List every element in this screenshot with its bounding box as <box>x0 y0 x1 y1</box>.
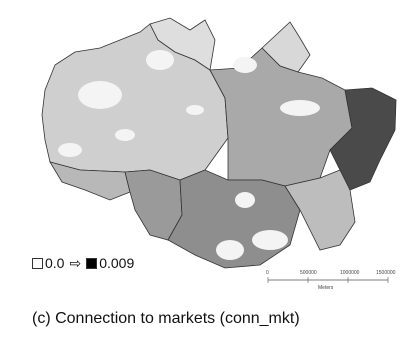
scale-tick-3: 1500000 <box>376 270 396 276</box>
region-acre <box>49 161 131 201</box>
scale-tick-0: 0 <box>266 270 269 276</box>
scale-tick-1: 500000 <box>300 270 317 276</box>
legend-max-label: 0.009 <box>99 255 135 271</box>
legend-max-swatch <box>86 257 98 269</box>
region-tocantins <box>284 169 356 251</box>
region-para <box>209 47 353 187</box>
scale-tick-2: 1000000 <box>340 270 360 276</box>
scale-unit: Meters <box>318 285 334 291</box>
figure-caption: (c) Connection to markets (conn_mkt) <box>32 310 300 327</box>
low-value-patches <box>58 50 320 260</box>
scale-bar <box>267 277 389 283</box>
region-maranhao <box>329 87 397 191</box>
legend-min-label: 0.0 <box>45 255 65 271</box>
region-roraima <box>149 17 216 71</box>
legend: 0.0 ⇨ 0.009 <box>32 255 134 271</box>
choropleth-map <box>41 17 397 283</box>
legend-min-swatch <box>32 257 43 269</box>
arrow-right-icon: ⇨ <box>69 255 82 271</box>
